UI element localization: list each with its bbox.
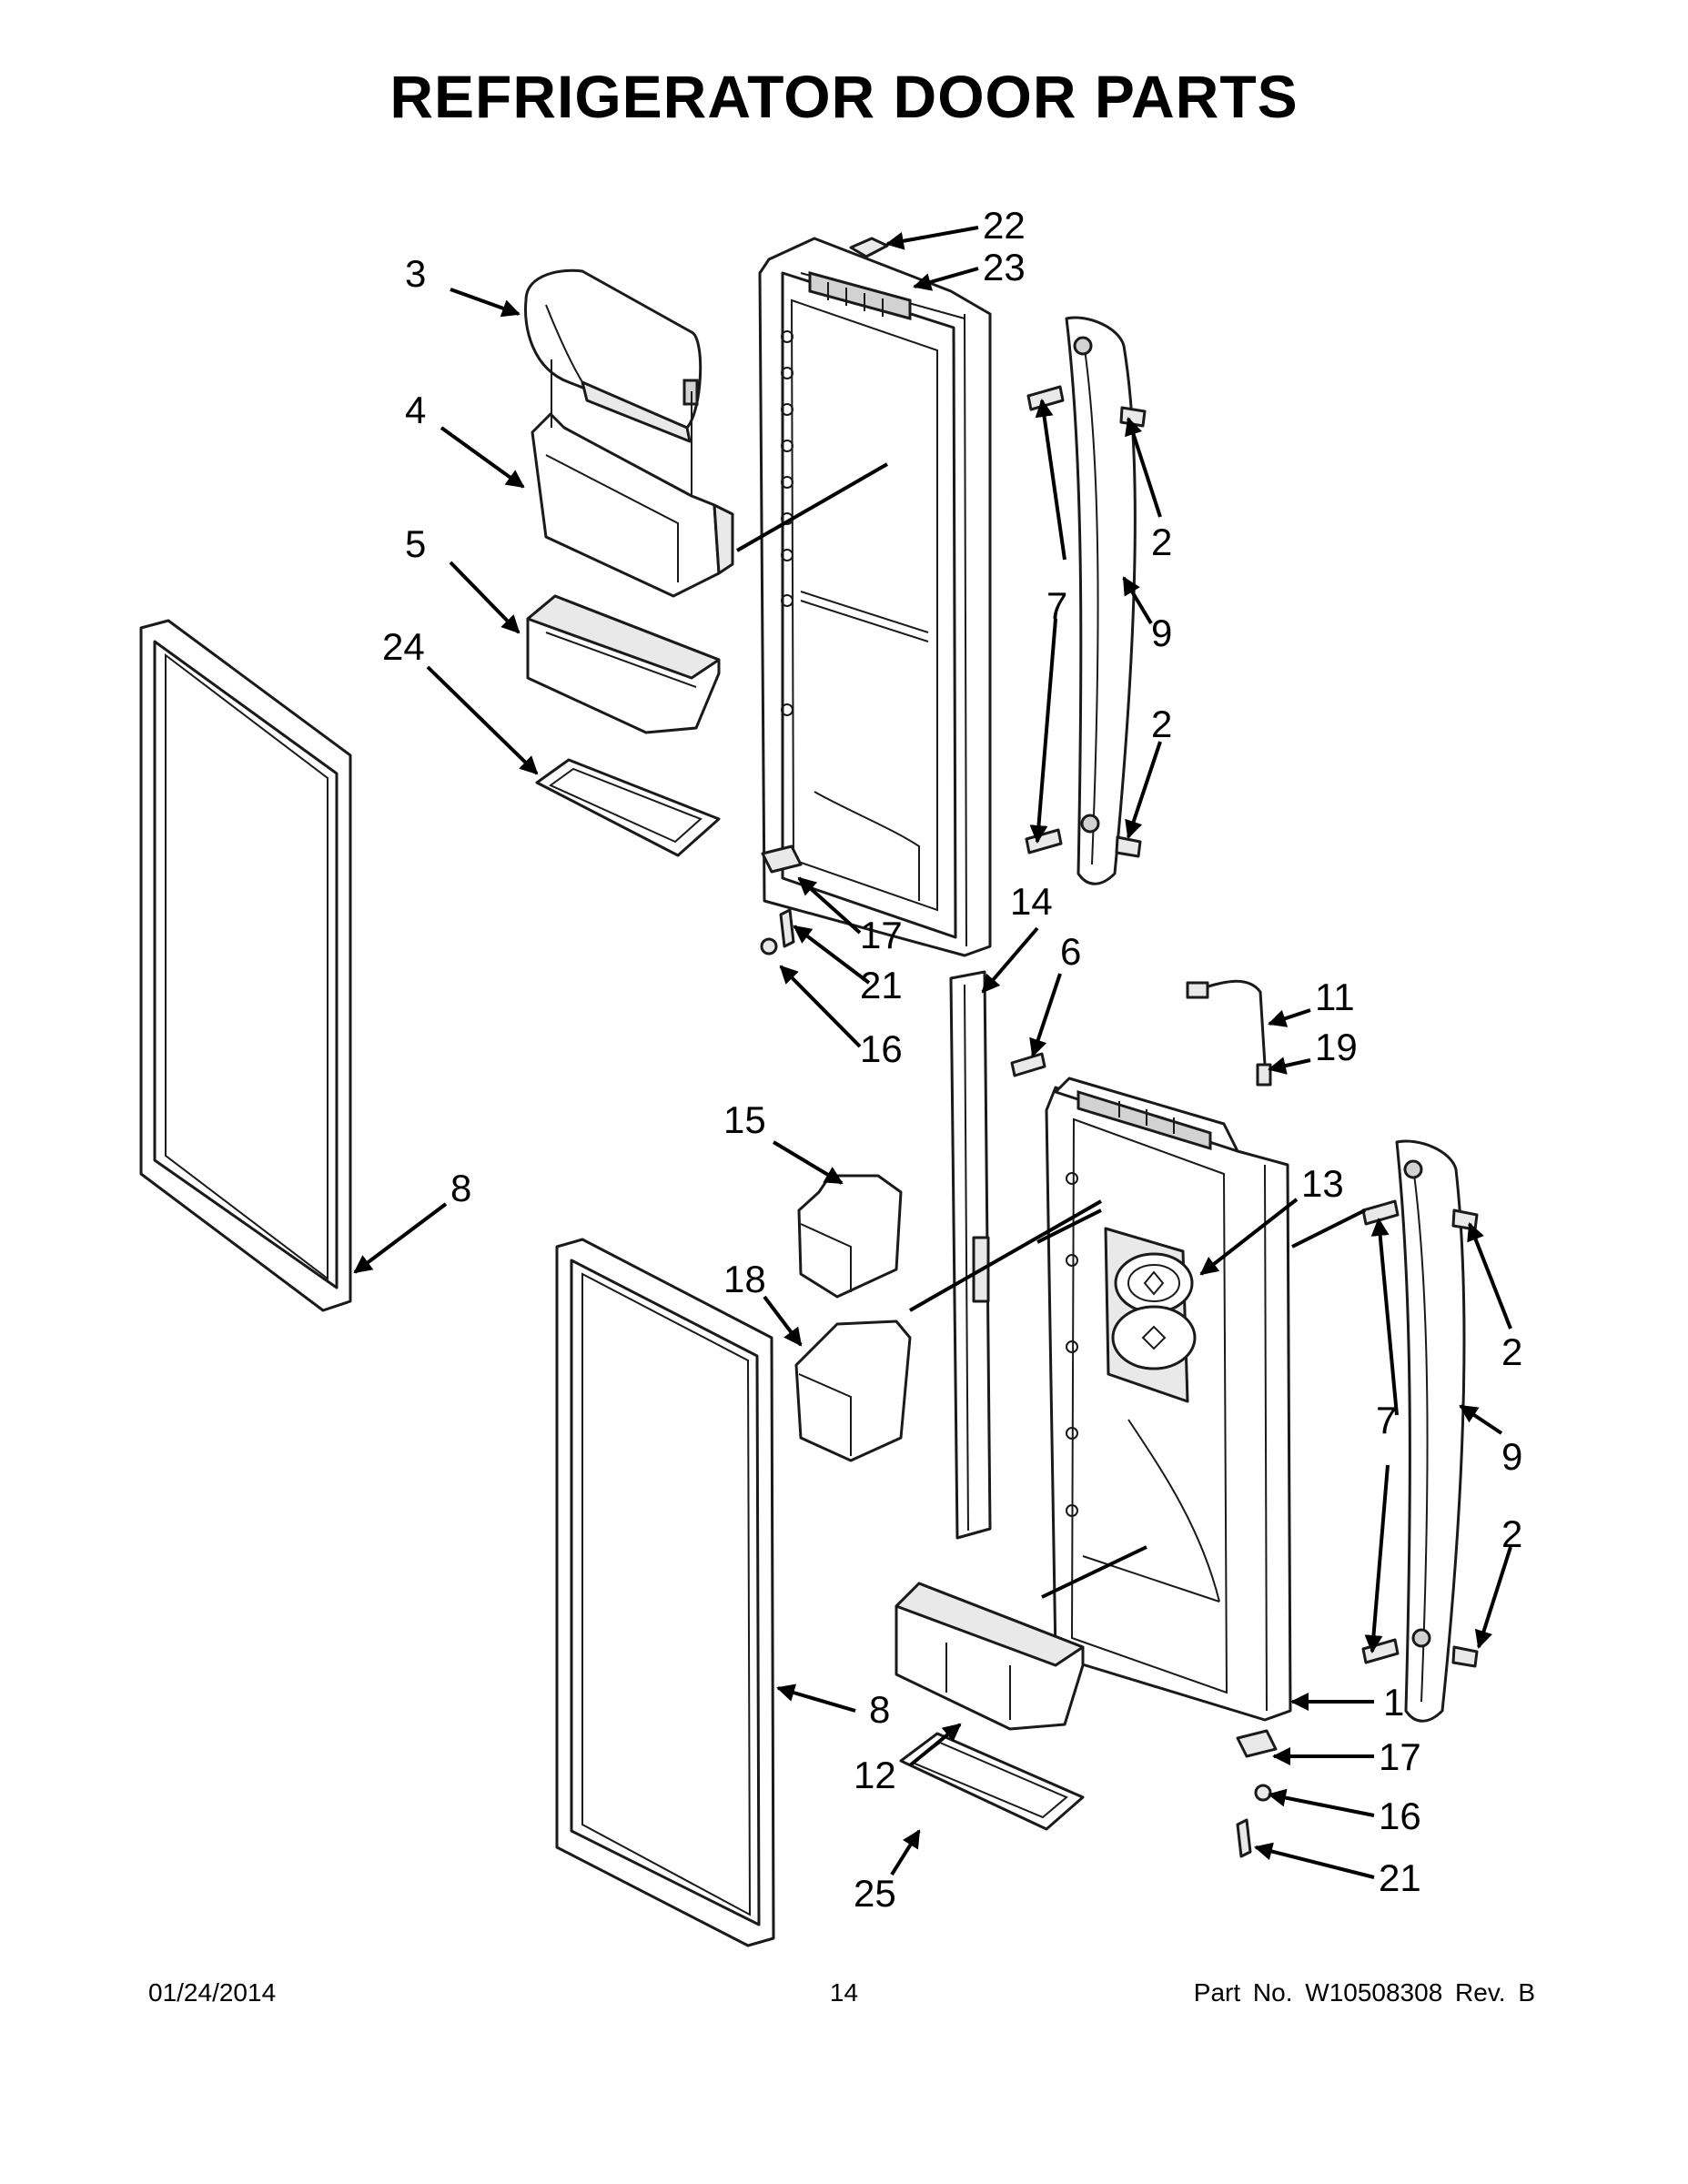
callout-2: 2 <box>1501 1330 1522 1373</box>
callout-14: 14 <box>1010 880 1053 923</box>
callout-4: 4 <box>405 389 426 431</box>
cantilever-bin-part-15 <box>797 1174 903 1299</box>
callout-21: 21 <box>860 964 903 1006</box>
door-trim-part-14 <box>949 970 992 1540</box>
callout-12: 12 <box>854 1754 896 1796</box>
callout-2: 2 <box>1151 703 1172 745</box>
ice-chute-part-13 <box>1111 1252 1197 1370</box>
cantilever-bin-part-18 <box>794 1320 912 1462</box>
door-gasket-upper-part-8 <box>139 619 352 1312</box>
callout-17: 17 <box>860 914 903 956</box>
callout-labels: 22 23 3 4 5 24 2 7 9 2 17 21 16 14 6 11 … <box>382 204 1522 1915</box>
upper-door-liner <box>758 237 992 957</box>
door-gasket-lower-part-8 <box>555 1238 775 1947</box>
callout-11: 11 <box>1315 976 1355 1018</box>
callout-9: 9 <box>1151 612 1172 654</box>
bin-cover-part-25 <box>899 1732 1085 1831</box>
callout-23: 23 <box>983 246 1026 288</box>
callout-6: 6 <box>1060 930 1081 973</box>
hinge-hardware-lower <box>1236 1729 1278 1858</box>
callout-18: 18 <box>723 1258 766 1300</box>
callout-16: 16 <box>1379 1795 1421 1837</box>
callout-25: 25 <box>854 1872 896 1915</box>
hinge-hardware-upper <box>760 844 803 956</box>
leader-lines <box>353 226 1512 1879</box>
door-bin-part-5 <box>526 594 721 734</box>
water-tube-part-11 <box>1186 979 1272 1087</box>
callout-15: 15 <box>723 1098 766 1141</box>
dairy-door-part-3 <box>524 268 702 443</box>
door-handle-upper-part-9 <box>1065 316 1137 885</box>
callout-8: 8 <box>869 1688 890 1731</box>
callout-5: 5 <box>405 522 426 565</box>
bin-cover-part-24 <box>535 758 721 857</box>
lower-door-liner <box>1045 1077 1292 1722</box>
callout-21: 21 <box>1379 1856 1421 1899</box>
callout-3: 3 <box>405 252 426 295</box>
callout-22: 22 <box>983 204 1026 247</box>
callout-9: 9 <box>1501 1435 1522 1478</box>
callout-2: 2 <box>1151 521 1172 563</box>
door-handle-lower-part-9 <box>1395 1139 1466 1723</box>
callout-7: 7 <box>1046 584 1067 627</box>
callout-24: 24 <box>382 625 425 668</box>
page-title: REFRIGERATOR DOOR PARTS <box>389 63 1299 130</box>
callout-7: 7 <box>1376 1399 1397 1441</box>
callout-2: 2 <box>1501 1512 1522 1555</box>
footer-date: 01/24/2014 <box>148 1978 277 2007</box>
footer-part-number: Part No. W10508308 Rev. B <box>1193 1978 1535 2007</box>
door-bin-part-12 <box>895 1582 1085 1731</box>
dairy-bin-part-4 <box>531 359 734 598</box>
callout-17: 17 <box>1379 1735 1421 1778</box>
callout-1: 1 <box>1383 1681 1404 1724</box>
callout-8: 8 <box>450 1167 471 1209</box>
footer-page-number: 14 <box>829 1978 859 2007</box>
callout-16: 16 <box>860 1027 903 1070</box>
callout-19: 19 <box>1315 1026 1358 1068</box>
callout-13: 13 <box>1301 1162 1344 1205</box>
